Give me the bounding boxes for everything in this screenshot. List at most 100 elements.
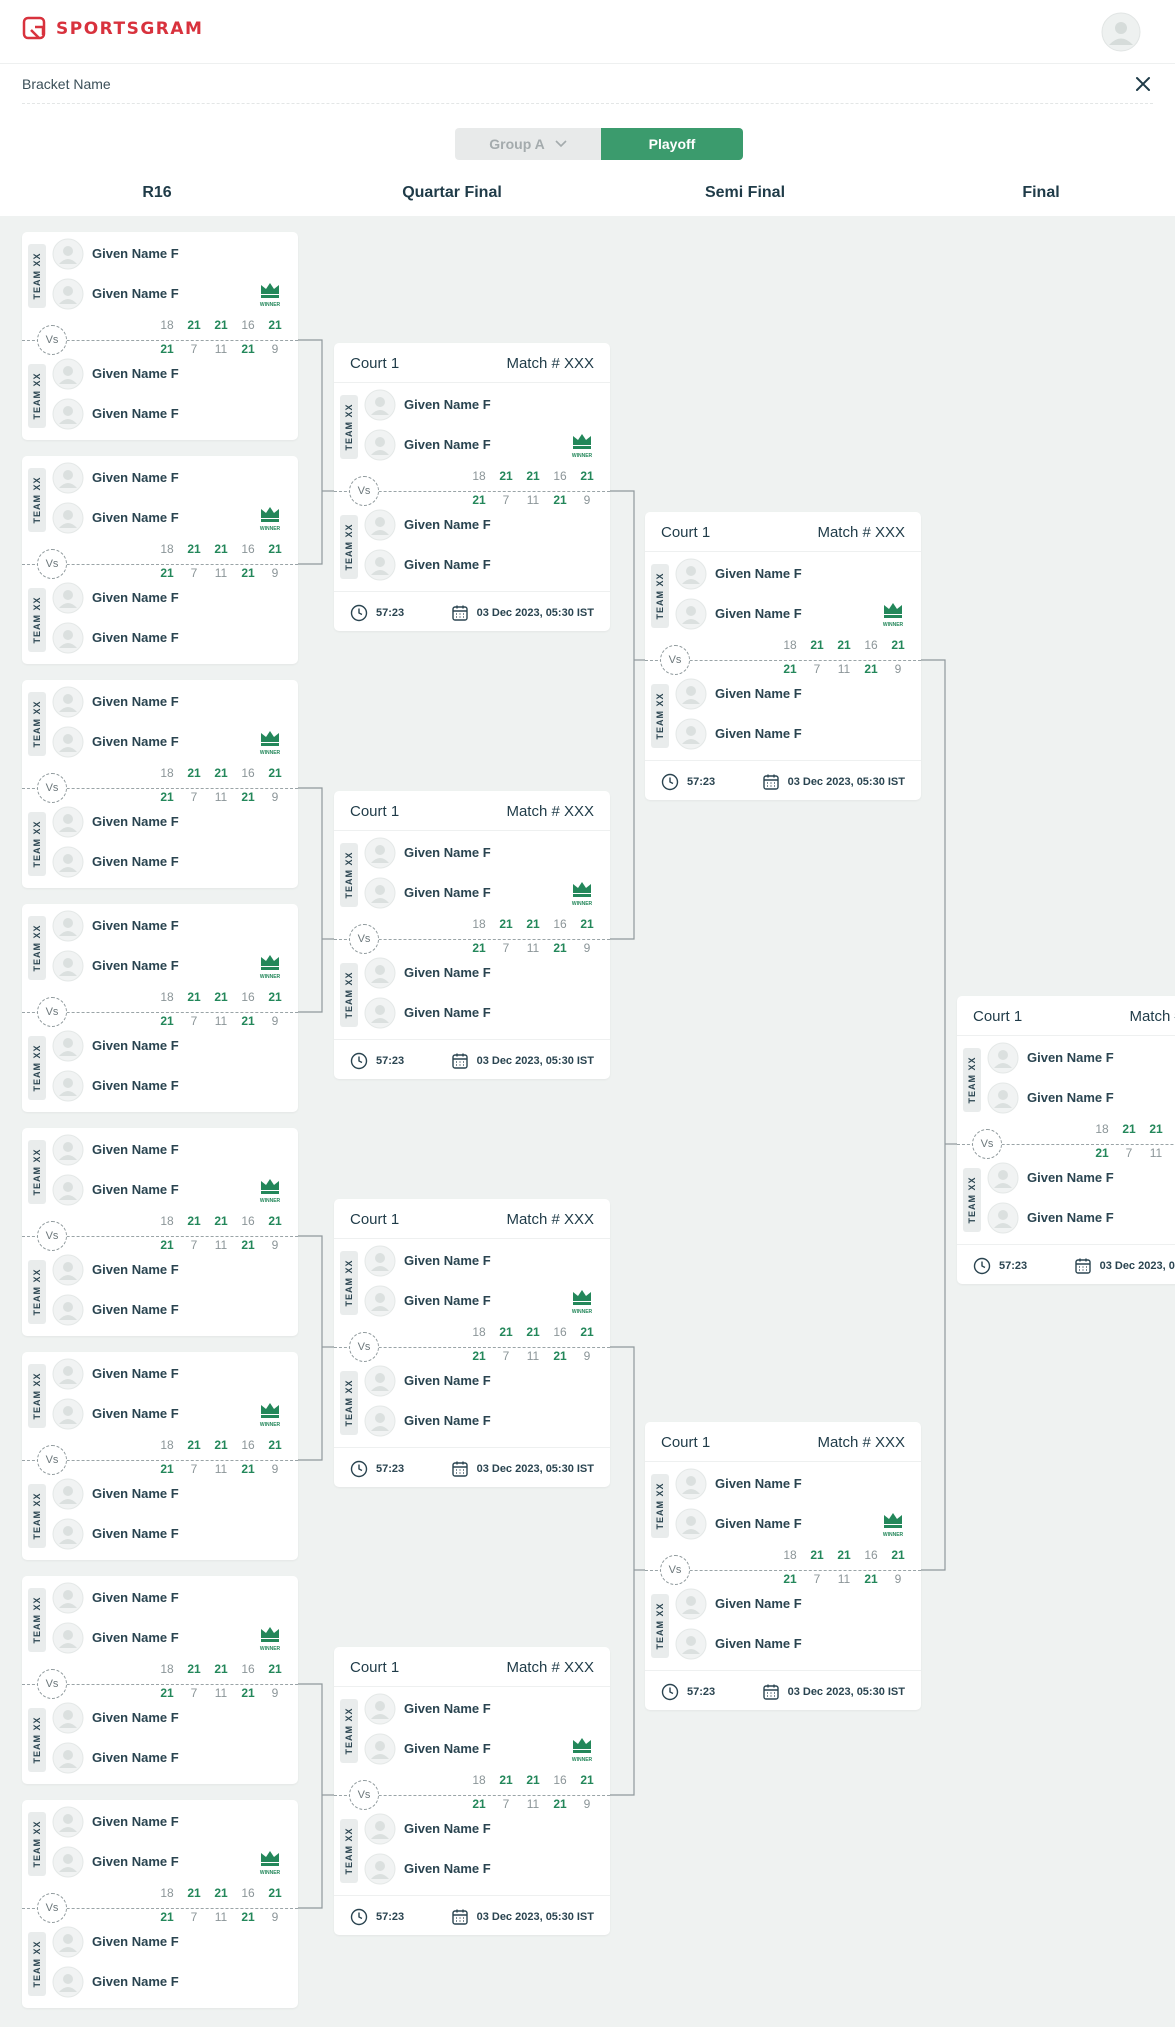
set-score: 21: [526, 469, 540, 483]
close-icon[interactable]: [1133, 74, 1153, 94]
player-row[interactable]: Given Name F: [364, 955, 604, 991]
player-row[interactable]: Given Name F: [675, 1626, 915, 1662]
player-row[interactable]: Given Name F: [987, 1200, 1175, 1236]
player-row[interactable]: Given Name F: [52, 620, 292, 656]
player-row[interactable]: Given Name F: [52, 236, 292, 272]
player-row[interactable]: Given Name F: [364, 387, 604, 423]
player-avatar-icon: [675, 598, 707, 630]
player-row[interactable]: Given Name F: [52, 844, 292, 880]
player-row[interactable]: Given Name F: [52, 1964, 292, 2000]
player-avatar-icon: [364, 1733, 396, 1765]
set-score: 11: [526, 493, 540, 507]
player-row[interactable]: Given Name F: [364, 1403, 604, 1439]
player-row[interactable]: Given Name F: [52, 1804, 292, 1840]
player-row[interactable]: Given Name F: [52, 1740, 292, 1776]
player-row[interactable]: Given Name F: [52, 1292, 292, 1328]
player-row[interactable]: Given Name F: [987, 1160, 1175, 1196]
player-avatar-icon: [52, 238, 84, 270]
player-row[interactable]: Given Name F: [52, 580, 292, 616]
match-number: Match # XXX: [506, 1659, 594, 1676]
player-row[interactable]: Given Name F: [52, 460, 292, 496]
player-row[interactable]: Given Name F: [52, 356, 292, 392]
brand-logo[interactable]: SPORTSGRAM: [22, 16, 203, 42]
player-row[interactable]: Given Name F: [675, 676, 915, 712]
player-row[interactable]: Given Name F: [52, 1028, 292, 1064]
player-avatar-icon: [52, 358, 84, 390]
player-row[interactable]: Given Name F: [364, 1691, 604, 1727]
player-name: Given Name F: [92, 590, 179, 605]
user-avatar-icon[interactable]: [1101, 12, 1141, 52]
player-row[interactable]: Given Name F: [52, 1924, 292, 1960]
set-score: 21: [837, 1548, 851, 1562]
player-row[interactable]: Given Name F: [52, 908, 292, 944]
player-row[interactable]: Given Name F: [364, 1243, 604, 1279]
set-score: 21: [268, 318, 282, 332]
player-row[interactable]: Given Name F: [364, 1363, 604, 1399]
player-row[interactable]: Given Name F: [52, 1516, 292, 1552]
player-row[interactable]: Given Name F: [52, 684, 292, 720]
player-avatar-icon: [364, 1245, 396, 1277]
svg-text:WINNER: WINNER: [260, 526, 281, 532]
player-row[interactable]: Given Name F: [675, 1586, 915, 1622]
player-row[interactable]: Given Name F: [52, 1580, 292, 1616]
player-row[interactable]: Given Name F: [364, 1811, 604, 1847]
player-row[interactable]: Given Name F: [52, 1252, 292, 1288]
player-name: Given Name F: [1027, 1170, 1114, 1185]
player-row[interactable]: Given Name F: [52, 804, 292, 840]
player-avatar-icon: [364, 1365, 396, 1397]
player-row[interactable]: Given Name F: [675, 716, 915, 752]
set-score: 21: [268, 542, 282, 556]
player-row[interactable]: Given Name F: [364, 995, 604, 1031]
player-row[interactable]: Given Name F: [675, 1466, 915, 1502]
set-score: 21: [526, 1325, 540, 1339]
set-score: 21: [580, 917, 594, 931]
player-row[interactable]: Given Name F: [52, 1700, 292, 1736]
player-avatar-icon: [675, 558, 707, 590]
player-row[interactable]: Given Name F: [364, 1851, 604, 1887]
player-row[interactable]: Given Name F: [52, 1068, 292, 1104]
player-row[interactable]: Given Name F: [52, 1356, 292, 1392]
player-row[interactable]: Given Name F: [52, 1132, 292, 1168]
player-row[interactable]: Given Name F: [52, 396, 292, 432]
player-row[interactable]: Given Name F: [52, 1476, 292, 1512]
player-row[interactable]: Given Name F: [675, 556, 915, 592]
player-row[interactable]: Given Name F: [364, 835, 604, 871]
tab-group-select[interactable]: Group A: [455, 128, 601, 160]
player-row[interactable]: Given Name F: [364, 547, 604, 583]
tab-playoff[interactable]: Playoff: [601, 128, 743, 160]
player-row[interactable]: Given Name F: [987, 1040, 1175, 1076]
player-row[interactable]: Given Name F: [364, 507, 604, 543]
